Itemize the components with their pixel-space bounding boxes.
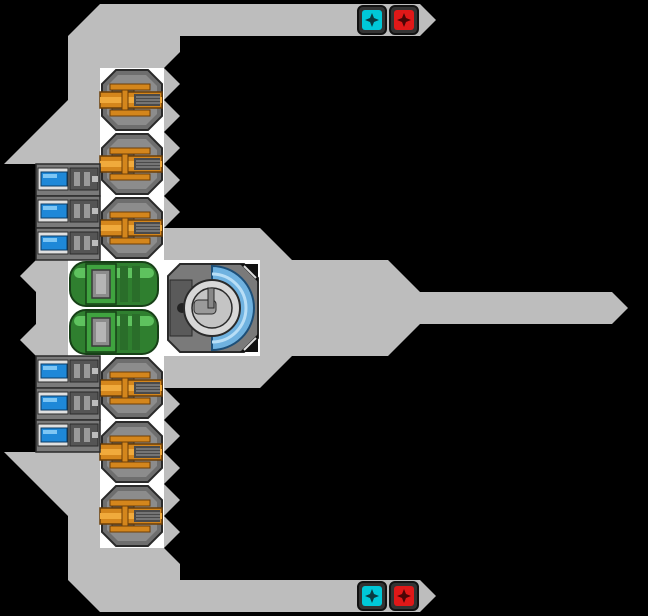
bottom-cyan-marker[interactable] xyxy=(357,581,387,611)
battery-module-1[interactable] xyxy=(35,163,101,197)
fuel-tank-2[interactable] xyxy=(69,309,159,355)
weapon-autocannon-4[interactable] xyxy=(99,357,163,419)
weapon-autocannon-3[interactable] xyxy=(99,197,163,259)
battery-module-3[interactable] xyxy=(35,227,101,261)
weapon-autocannon-5[interactable] xyxy=(99,421,163,483)
bottom-red-marker[interactable] xyxy=(389,581,419,611)
battery-module-4[interactable] xyxy=(35,355,101,389)
battery-module-5[interactable] xyxy=(35,387,101,421)
weapon-autocannon-1[interactable] xyxy=(99,69,163,131)
top-cyan-marker[interactable] xyxy=(357,5,387,35)
top-red-marker[interactable] xyxy=(389,5,419,35)
weapon-autocannon-6[interactable] xyxy=(99,485,163,547)
weapon-autocannon-2[interactable] xyxy=(99,133,163,195)
battery-module-2[interactable] xyxy=(35,195,101,229)
fuel-tank-1[interactable] xyxy=(69,261,159,307)
battery-module-6[interactable] xyxy=(35,419,101,453)
cockpit-module[interactable] xyxy=(167,263,259,353)
